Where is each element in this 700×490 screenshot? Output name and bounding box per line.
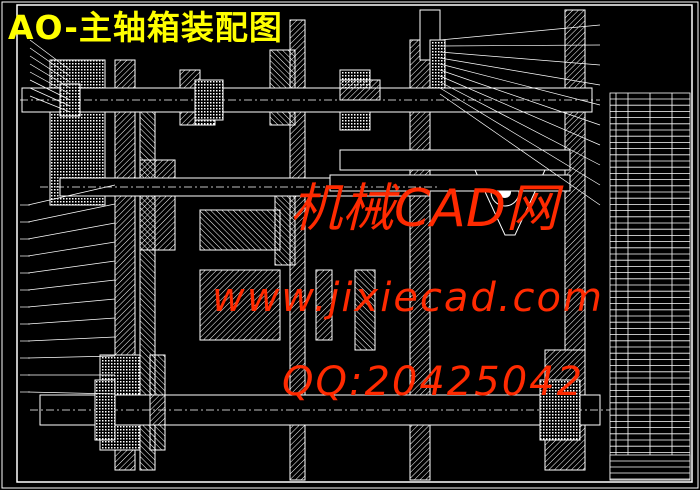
- leader-line: [439, 93, 601, 206]
- watermark-url: www.jixiecad.com: [212, 275, 604, 321]
- watermark-site-name: 机械CAD网: [290, 179, 558, 239]
- leader-line: [439, 57, 601, 86]
- leader-line: [439, 44, 601, 47]
- leader-line: [29, 95, 71, 113]
- leader-line: [29, 71, 71, 95]
- leader-line: [27, 184, 116, 206]
- shafts: [21, 87, 601, 426]
- leader-line: [27, 222, 116, 240]
- leader-line: [29, 79, 71, 101]
- leader-line: [439, 63, 601, 106]
- leader-line: [27, 317, 116, 325]
- leader-line: [439, 81, 601, 166]
- parts-list-table: [609, 92, 691, 481]
- leader-line: [27, 241, 116, 257]
- leader-line: [439, 69, 601, 126]
- leader-line: [439, 87, 601, 186]
- leader-line: [29, 87, 71, 107]
- leader-lines: [20, 24, 601, 395]
- leader-line: [439, 51, 601, 66]
- leader-line: [29, 63, 71, 89]
- leader-line: [27, 298, 116, 308]
- leader-line: [29, 47, 71, 77]
- leader-line: [29, 39, 71, 71]
- gears: [49, 9, 586, 471]
- leader-line: [27, 203, 116, 223]
- leader-line: [27, 391, 116, 395]
- leader-line: [27, 336, 116, 342]
- leader-line: [27, 355, 116, 359]
- leader-line: [29, 55, 71, 83]
- leader-line: [439, 75, 601, 146]
- leader-line: [439, 24, 601, 41]
- leader-line: [27, 260, 116, 274]
- drawing-title: AO-主轴箱装配图: [8, 8, 283, 47]
- inner-frame: [16, 4, 693, 483]
- leader-line: [27, 279, 116, 291]
- watermark-qq: QQ:20425042: [282, 359, 585, 405]
